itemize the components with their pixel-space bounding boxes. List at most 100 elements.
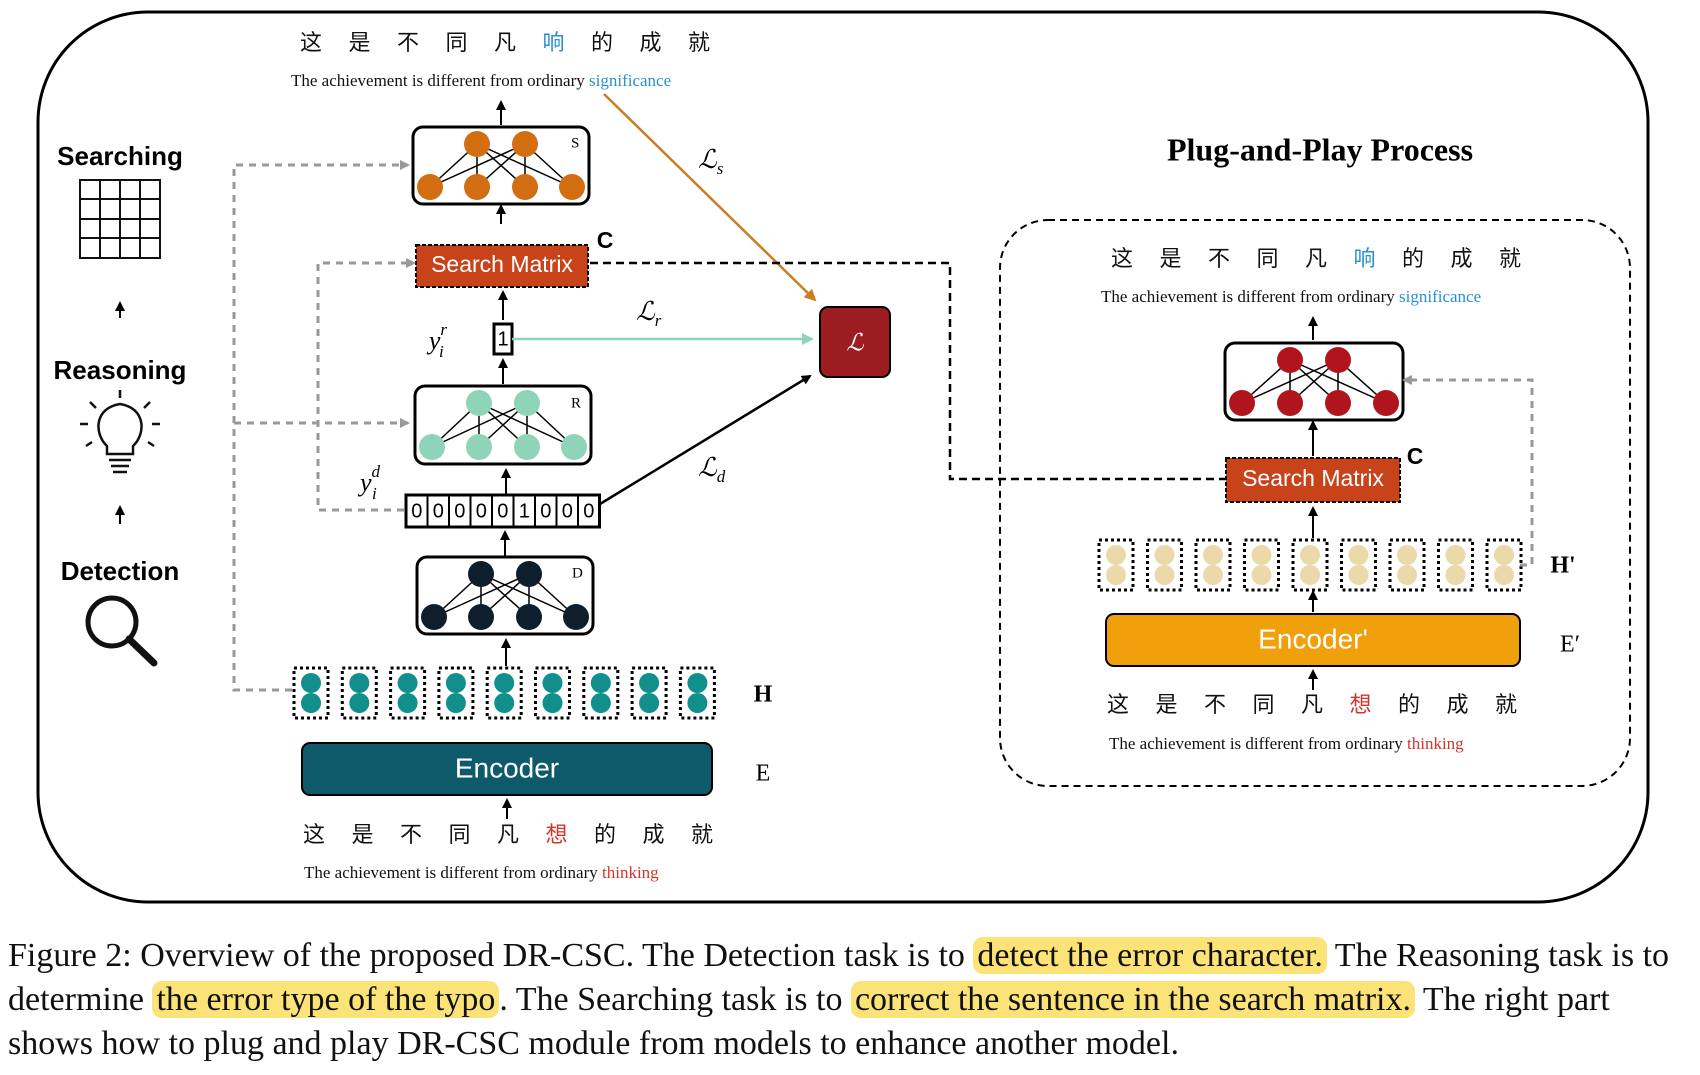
network-node bbox=[1373, 390, 1399, 416]
network-node bbox=[561, 434, 587, 460]
stage-detection-label: Detection bbox=[61, 556, 179, 586]
hidden-state-node bbox=[1300, 565, 1320, 585]
outer-frame bbox=[36, 10, 1650, 904]
right-c-tag: C bbox=[1407, 443, 1424, 469]
hidden-state-node bbox=[397, 673, 418, 693]
network-node bbox=[1277, 347, 1303, 373]
grid-icon bbox=[79, 179, 161, 259]
network-node bbox=[514, 434, 540, 460]
network-edge bbox=[1241, 359, 1339, 404]
detection-bits-frame bbox=[404, 493, 601, 529]
hidden-state-node bbox=[590, 673, 611, 693]
network-node bbox=[468, 561, 494, 587]
dr-csc-diagram: Searching Reasoning Detection 这是不同凡响的成就 … bbox=[36, 10, 1650, 904]
char-6: 的 bbox=[1398, 693, 1420, 718]
char-5: 响 bbox=[1353, 247, 1375, 272]
hidden-state-node bbox=[397, 693, 418, 713]
hidden-state-node bbox=[445, 693, 466, 713]
hidden-state-node bbox=[1203, 545, 1223, 565]
encoder-tag-e: E bbox=[756, 761, 771, 787]
hidden-state-node bbox=[1494, 565, 1514, 585]
network-node bbox=[1229, 390, 1255, 416]
network-node bbox=[563, 604, 589, 630]
char-4: 凡 bbox=[1305, 247, 1327, 272]
right-search-matrix-label: Search Matrix bbox=[1242, 465, 1384, 491]
char-0: 这 bbox=[300, 31, 322, 56]
network-node bbox=[419, 434, 445, 460]
char-7: 成 bbox=[1450, 247, 1472, 272]
caption-part-1: Figure 2: Overview of the proposed DR-CS… bbox=[8, 937, 974, 974]
network-r-tag: R bbox=[571, 395, 581, 411]
char-1: 是 bbox=[1155, 693, 1177, 718]
stage-reasoning-label: Reasoning bbox=[54, 355, 187, 385]
loss-s-label: ℒs bbox=[698, 145, 724, 178]
encoder: Encoder bbox=[301, 742, 713, 796]
char-5: 想 bbox=[1349, 693, 1371, 718]
hidden-state-node bbox=[1154, 565, 1175, 585]
hidden-state-node bbox=[1445, 565, 1466, 585]
left-search-matrix: Search Matrix bbox=[415, 244, 589, 288]
hidden-state-node bbox=[1251, 545, 1272, 565]
network-s-tag: S bbox=[571, 135, 579, 151]
hidden-state-node bbox=[639, 693, 660, 713]
char-2: 不 bbox=[1208, 247, 1230, 272]
hidden-tag-h: H bbox=[754, 682, 773, 708]
network-plug bbox=[1223, 341, 1405, 422]
encoder-tag-e-prime: E′ bbox=[1560, 632, 1580, 658]
figure-caption: Figure 2: Overview of the proposed DR-CS… bbox=[8, 934, 1688, 1066]
char-1: 是 bbox=[348, 31, 370, 56]
detection-bit-7: 0 bbox=[562, 500, 573, 522]
caption-part-3: . The Searching task is to bbox=[499, 981, 851, 1018]
char-2: 不 bbox=[1204, 693, 1226, 718]
caption-part-4: The right part shows how to plug and pla… bbox=[8, 981, 1610, 1062]
right-output-sentence: The achievement is different from ordina… bbox=[1101, 287, 1481, 306]
char-5: 想 bbox=[545, 823, 567, 848]
char-8: 就 bbox=[691, 823, 713, 848]
network-node bbox=[421, 604, 447, 630]
char-8: 就 bbox=[688, 31, 710, 56]
detection-bit-6: 0 bbox=[540, 500, 551, 522]
char-6: 的 bbox=[594, 823, 616, 848]
char-3: 同 bbox=[448, 823, 470, 848]
char-7: 成 bbox=[642, 823, 664, 848]
hidden-state-node bbox=[687, 673, 708, 693]
detection-bit-5: 1 bbox=[519, 500, 530, 522]
hidden-state-node bbox=[445, 673, 466, 693]
network-node bbox=[514, 390, 540, 416]
left-search-matrix-label: Search Matrix bbox=[431, 251, 573, 277]
loss-d-arrow bbox=[599, 374, 812, 506]
detection-bit-4: 0 bbox=[497, 500, 508, 522]
network-node bbox=[464, 174, 490, 200]
right-input-chars: 这是不同凡想的成就 bbox=[1107, 693, 1517, 718]
left-c-tag: C bbox=[597, 227, 614, 253]
char-3: 同 bbox=[1252, 693, 1274, 718]
hidden-state-node bbox=[639, 673, 660, 693]
char-1: 是 bbox=[1159, 247, 1181, 272]
hidden-state-node bbox=[590, 693, 611, 713]
char-6: 的 bbox=[591, 31, 613, 56]
detection-bit-3: 0 bbox=[476, 500, 487, 522]
hidden-state-node bbox=[301, 673, 321, 693]
char-8: 就 bbox=[1499, 247, 1521, 272]
hidden-tag-h-prime: H' bbox=[1550, 553, 1575, 579]
network-node bbox=[512, 174, 538, 200]
char-0: 这 bbox=[1111, 247, 1133, 272]
hidden-state-node bbox=[1300, 545, 1320, 565]
skip-bits-to-matrix bbox=[316, 258, 416, 512]
loss-d-label: ℒd bbox=[698, 453, 726, 486]
skip-hprime-to-plug-net bbox=[1402, 375, 1534, 567]
loss-box: ℒ bbox=[819, 306, 891, 378]
hidden-state-node bbox=[1397, 545, 1417, 565]
encoder-prime: Encoder' bbox=[1105, 613, 1521, 667]
plug-and-play-panel bbox=[999, 219, 1631, 787]
right-input-sentence: The achievement is different from ordina… bbox=[1109, 734, 1464, 753]
network-node bbox=[559, 174, 585, 200]
network-edge bbox=[429, 143, 526, 188]
left-input-chars: 这是不同凡想的成就 bbox=[303, 823, 713, 848]
network-node bbox=[464, 131, 490, 157]
matrix-transfer-connector bbox=[590, 261, 1226, 481]
caption-part-2: The Reasoning task is to determine bbox=[8, 937, 1670, 1018]
hidden-state-node bbox=[494, 693, 515, 713]
hidden-state-node bbox=[1106, 545, 1126, 565]
right-output-chars: 这是不同凡响的成就 bbox=[1111, 247, 1521, 272]
